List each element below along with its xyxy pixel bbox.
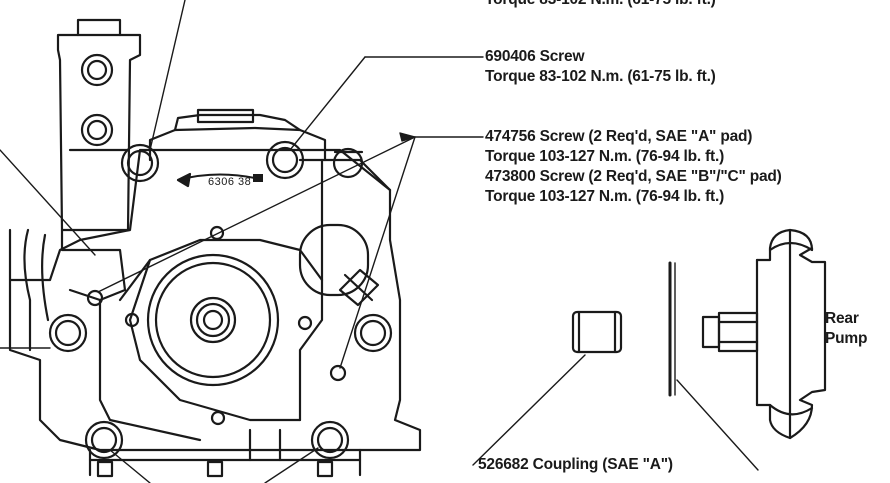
- screw-bottom-left: [84, 420, 124, 460]
- screw-upper-left: [120, 143, 160, 183]
- callout-rear-pump: Rear Pump: [825, 310, 868, 347]
- callout-526682-coupling: 526682 Coupling (SAE "A"): [478, 456, 673, 473]
- callout-top-torque: Torque 83-102 N.m. (61-75 lb. ft.): [485, 0, 716, 10]
- coupling: [571, 310, 623, 354]
- screw-upper-right: [265, 140, 305, 180]
- pump-id-stamp: 6306 38: [208, 176, 252, 188]
- o-ring-seal: [668, 261, 676, 397]
- central-drive: [146, 253, 280, 387]
- screw-bottom-right: [310, 420, 350, 460]
- rear-pump-flange: [755, 228, 827, 440]
- bracket-bolt-upper: [80, 53, 114, 87]
- screw-left-side: [48, 313, 88, 353]
- hole-right-mid: [297, 315, 313, 331]
- hole-right-pad: [329, 364, 347, 382]
- screw-right-side: [353, 313, 393, 353]
- hole-left-pad: [86, 289, 104, 307]
- hole-left-mid: [124, 312, 140, 328]
- rotation-arrow-icon: [176, 172, 263, 188]
- shaft-stub: [701, 311, 759, 353]
- hole-bottom-pad: [210, 410, 226, 426]
- callout-pad-screws: 474756 Screw (2 Req'd, SAE "A" pad) Torq…: [485, 128, 782, 205]
- bracket-bolt-lower: [80, 113, 114, 147]
- leader-lines: [0, 0, 759, 483]
- pump-body: [8, 18, 422, 478]
- hole-top-pad: [209, 225, 225, 241]
- callout-690406-screw: 690406 Screw Torque 83-102 N.m. (61-75 l…: [485, 48, 716, 85]
